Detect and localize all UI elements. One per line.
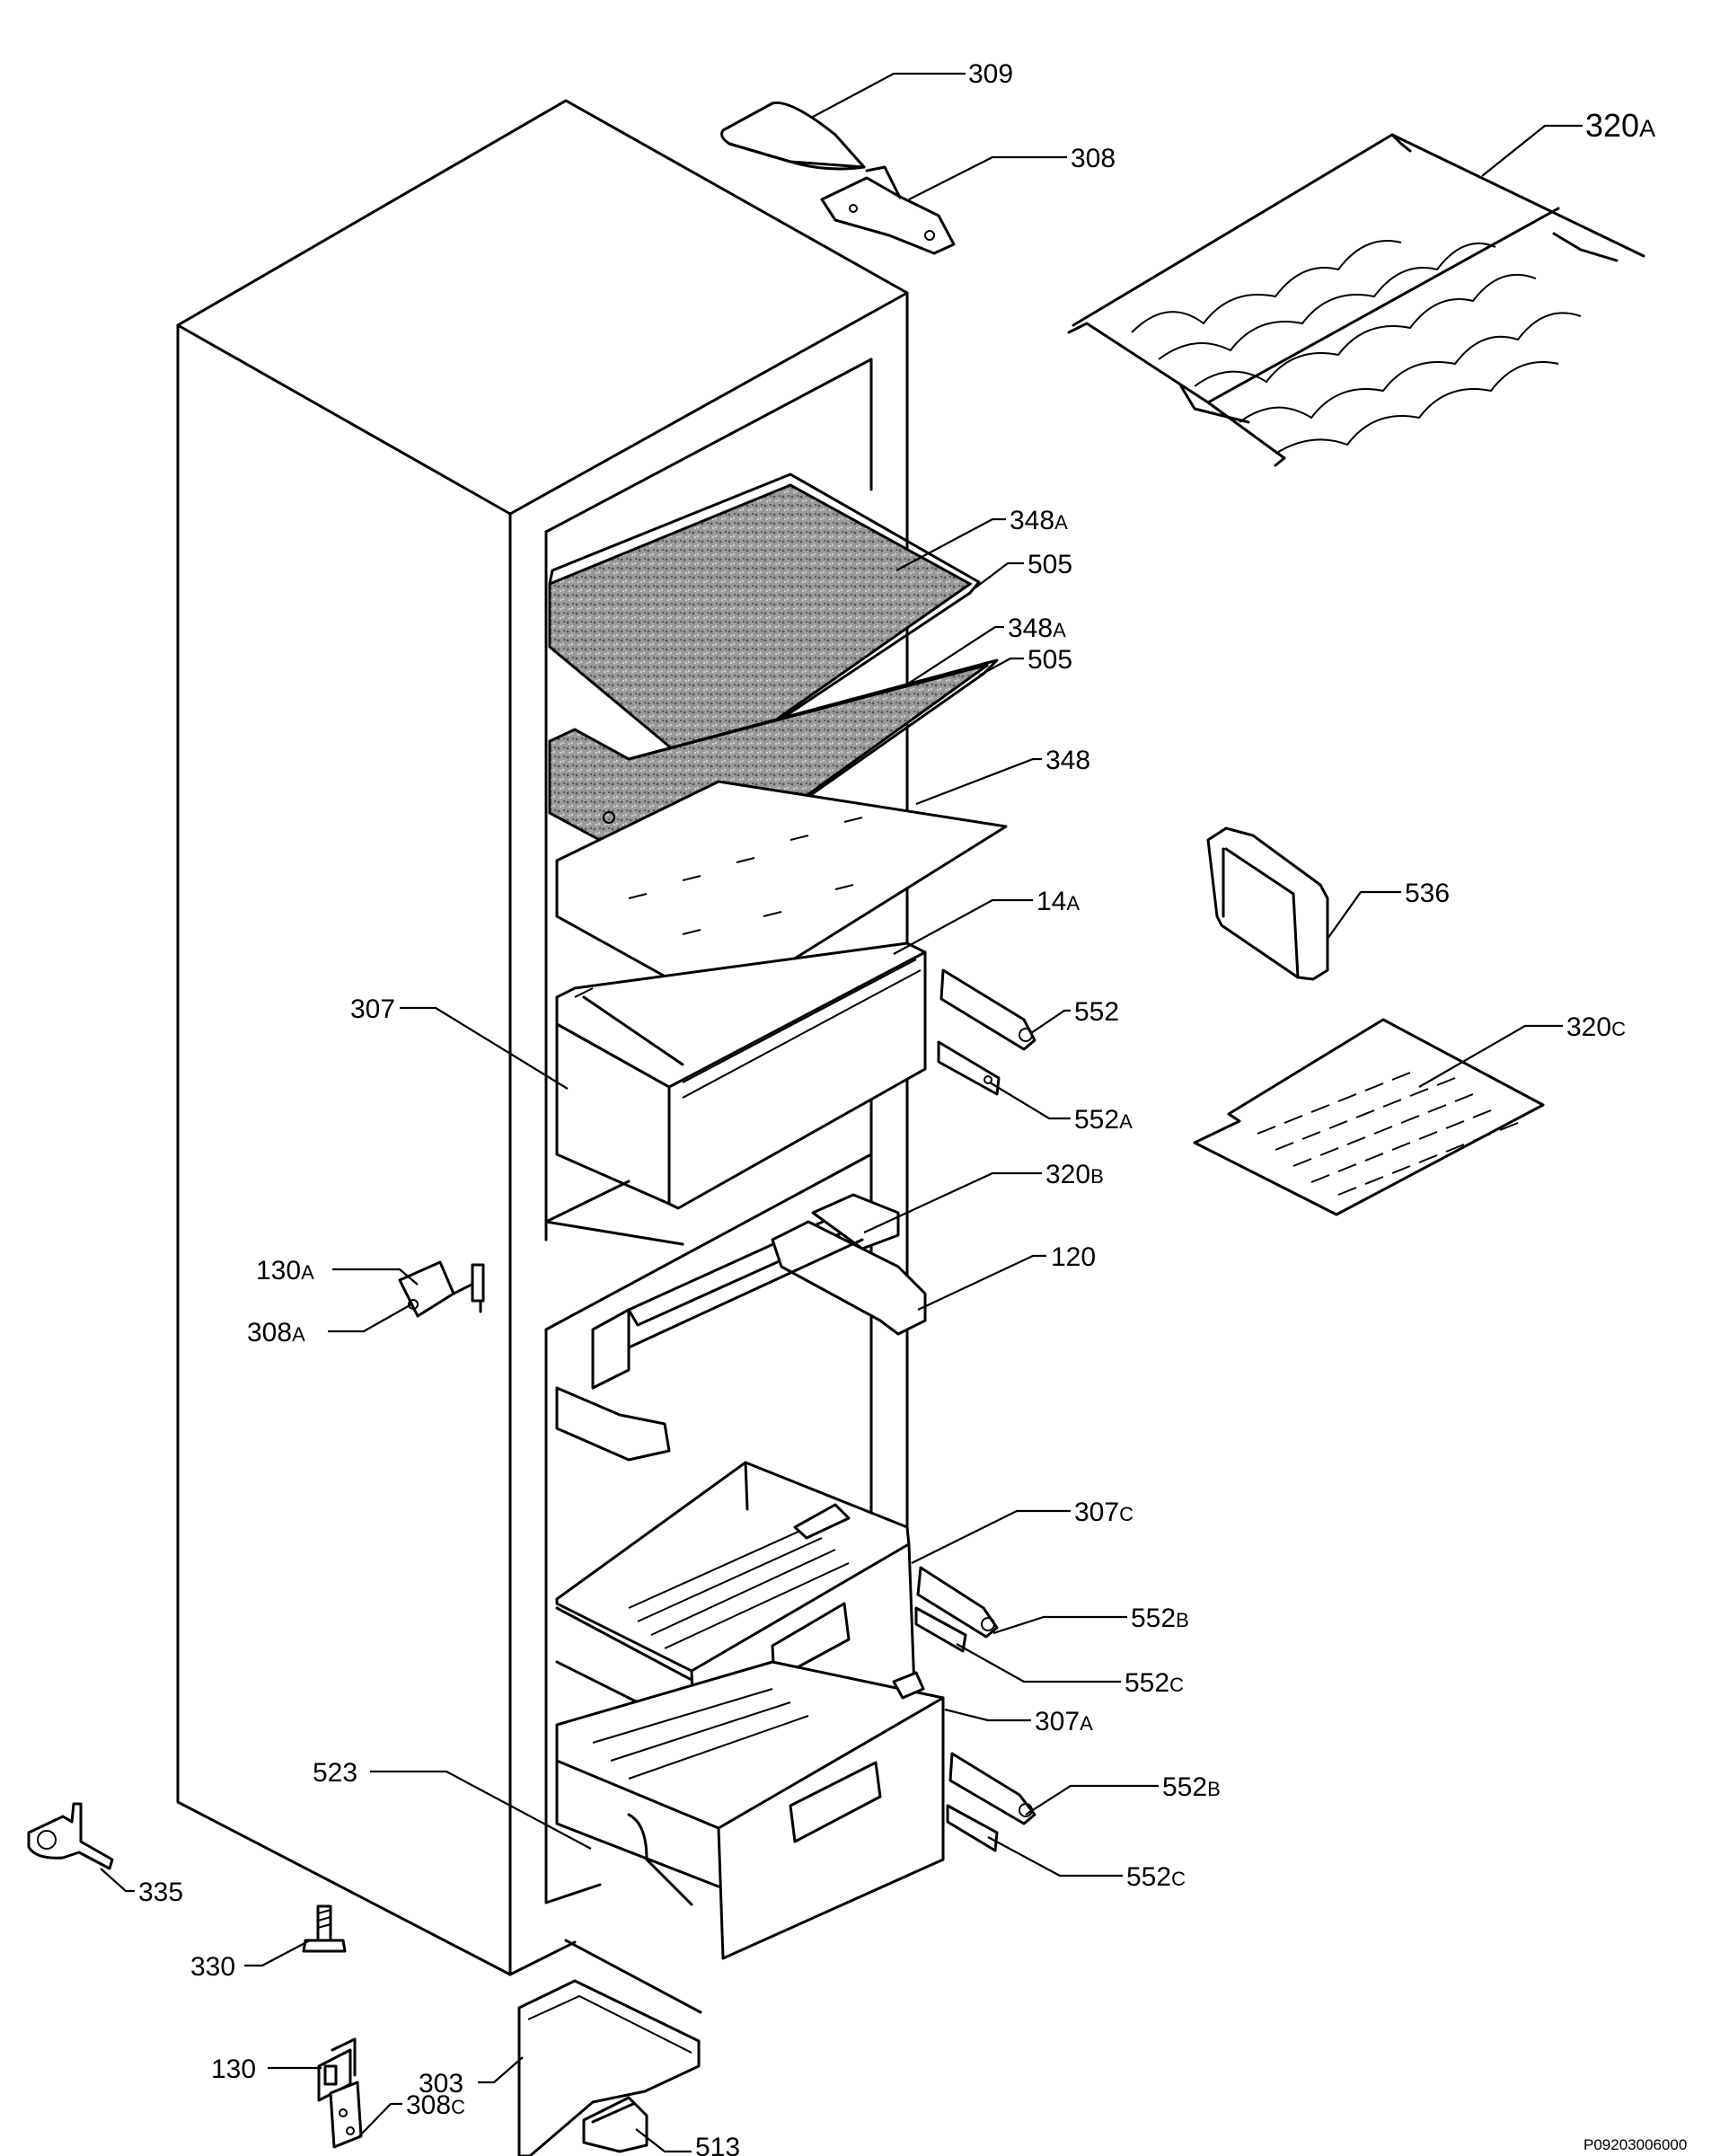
- callout-552b-lower: 552B: [1162, 1772, 1221, 1802]
- freezer-drawer-307a: [555, 1660, 945, 1960]
- callout-320b: 320B: [1045, 1160, 1104, 1189]
- callout-303: 303: [419, 2069, 463, 2099]
- callout-14a: 14A: [1037, 887, 1080, 916]
- callout-307: 307: [350, 994, 395, 1024]
- callout-307a: 307A: [1035, 1707, 1093, 1736]
- callout-130: 130: [211, 2054, 256, 2084]
- callout-505-lower: 505: [1028, 645, 1072, 675]
- callout-552: 552: [1074, 997, 1119, 1027]
- callout-307c: 307C: [1074, 1498, 1134, 1527]
- runner-552: [939, 968, 1037, 1051]
- glass-shelf-320c: [1193, 1018, 1545, 1216]
- callout-320c: 320C: [1566, 1012, 1626, 1042]
- callout-348: 348: [1045, 746, 1090, 775]
- callout-348a-lower: 348A: [1008, 614, 1066, 643]
- runner-552b-upper: [916, 1566, 999, 1639]
- callout-130a: 130A: [256, 1256, 314, 1286]
- crisper-drawer-307: [555, 941, 927, 1210]
- callout-552b-upper: 552B: [1131, 1604, 1189, 1633]
- callout-335: 335: [138, 1878, 183, 1907]
- drawing-code: P09203006000: [1583, 2136, 1687, 2153]
- bottom-hinge-130: [317, 2037, 363, 2149]
- callout-523: 523: [313, 1758, 357, 1788]
- leader-lines: [100, 72, 1583, 2153]
- cover-513: [582, 2096, 648, 2153]
- top-hinge-308: [820, 165, 956, 255]
- callout-552c-upper: 552C: [1125, 1668, 1184, 1698]
- hinge-cover-309: [720, 101, 866, 171]
- callout-513: 513: [695, 2133, 740, 2156]
- runner-552c-lower: [946, 1804, 999, 1852]
- callout-505-upper: 505: [1028, 550, 1072, 579]
- callout-330: 330: [190, 1952, 235, 1982]
- plinth-303: [517, 1939, 702, 2156]
- callout-552a: 552A: [1074, 1105, 1133, 1135]
- shelf-support-320b: [555, 1193, 927, 1462]
- callout-536: 536: [1405, 879, 1450, 908]
- callout-309: 309: [968, 59, 1013, 89]
- callout-labels: 309 308 320A 348A 505 348A 505 348 536 1…: [138, 59, 1655, 2156]
- callout-308a: 308A: [247, 1318, 305, 1348]
- callout-120: 120: [1051, 1242, 1096, 1272]
- bracket-335: [27, 1802, 114, 1870]
- runner-552a: [937, 1040, 1001, 1096]
- middle-hinge-130a: [398, 1260, 485, 1318]
- adjustable-foot-330: [302, 1904, 347, 1953]
- callout-320a: 320A: [1585, 107, 1655, 144]
- callout-552c-lower: 552C: [1126, 1862, 1186, 1892]
- bottle-holder-536: [1206, 826, 1329, 981]
- wine-rack-320a: [1067, 133, 1645, 467]
- callout-308c: 308C: [406, 2090, 465, 2120]
- glass-shelf-348: [555, 780, 1008, 1008]
- runner-552c-upper: [914, 1606, 967, 1653]
- callout-308: 308: [1071, 144, 1116, 173]
- callout-348a-upper: 348A: [1010, 506, 1068, 535]
- glass-shelf-348a-upper: [548, 473, 981, 774]
